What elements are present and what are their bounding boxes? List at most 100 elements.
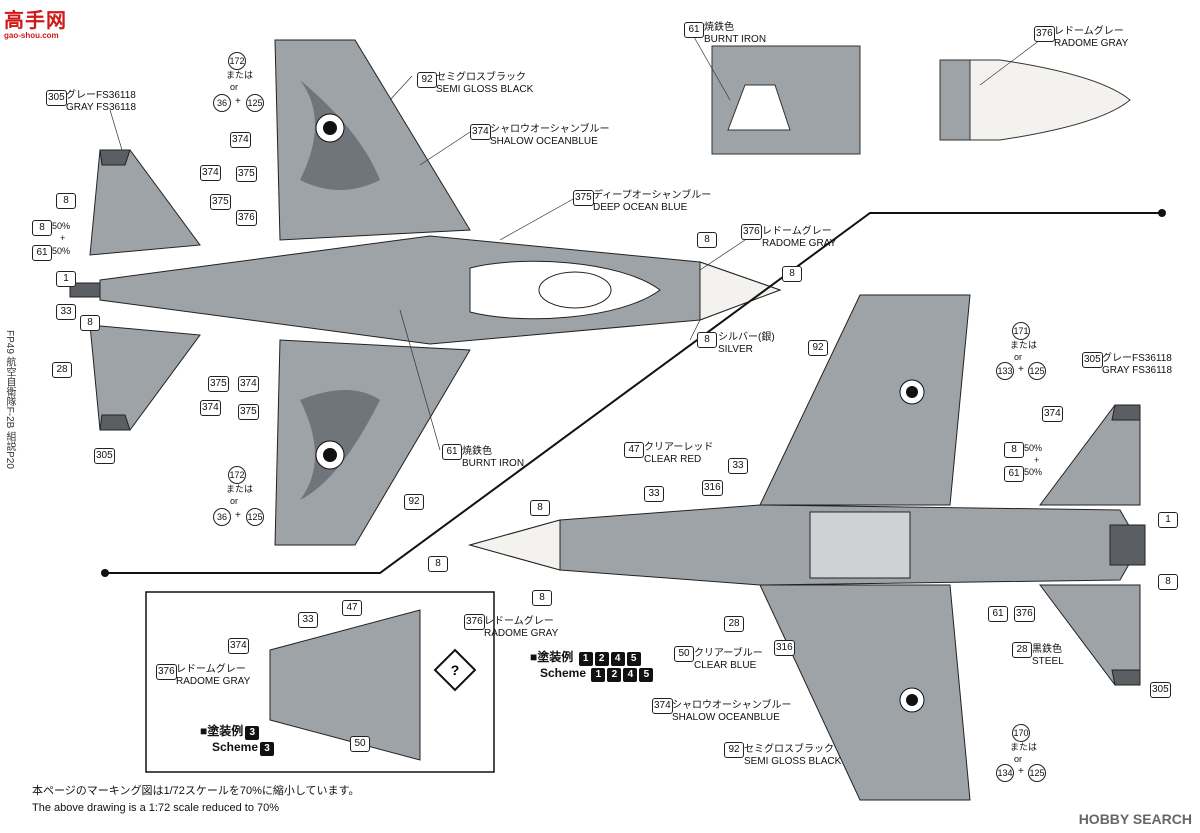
radome-under-jp: レドームグレー: [484, 616, 554, 627]
semigloss-jp: セミグロスブラック: [436, 72, 526, 83]
code-316-under-b: 316: [774, 640, 795, 656]
code-172-top: 172: [228, 52, 246, 70]
cockpit-detail: [711, 45, 861, 155]
svg-text:?: ?: [451, 662, 460, 678]
code-125-under-a: 125: [1028, 362, 1046, 380]
burnt-en: BURNT IRON: [462, 458, 525, 469]
code-1-under: 1: [1158, 512, 1178, 528]
code-376-under: 376: [464, 614, 485, 630]
code-47-inset: 47: [342, 600, 362, 616]
code-61-tail: 61: [32, 245, 52, 261]
code-125-bot: 125: [246, 508, 264, 526]
code-133: 133: [996, 362, 1014, 380]
deep-en: DEEP OCEAN BLUE: [593, 202, 688, 213]
code-8-under-tail: 8: [1158, 574, 1178, 590]
code-125-top: 125: [246, 94, 264, 112]
code-375-wing-b: 375: [238, 404, 259, 420]
code-134: 134: [996, 764, 1014, 782]
code-376-under-b: 376: [1014, 606, 1035, 622]
code-376-wing: 376: [236, 210, 257, 226]
or-en-1: or: [230, 82, 239, 92]
top-view-aircraft: [69, 39, 782, 546]
code-8-nose: 8: [697, 232, 717, 248]
code-28-under: 28: [724, 616, 744, 632]
code-61-under-b: 61: [988, 606, 1008, 622]
gray-under-en: GRAY FS36118: [1102, 365, 1173, 376]
code-8-under-a: 8: [530, 500, 550, 516]
semigloss-under-en: SEMI GLOSS BLACK: [744, 756, 842, 767]
code-33-under-b: 33: [644, 486, 664, 502]
code-33-inset: 33: [298, 612, 318, 628]
code-375-tail-b: 375: [208, 376, 229, 392]
side-caption: FP49 航空自衛隊F-2B 組説P20: [4, 330, 15, 469]
code-376-nose: 376: [741, 224, 762, 240]
code-8-tip: 8: [782, 266, 802, 282]
radome-detail: [939, 59, 1131, 141]
gray-fs-jp: グレーFS36118: [66, 90, 136, 101]
radome-inset-jp: レドームグレー: [176, 664, 246, 675]
radome-detail-en: RADOME GRAY: [1054, 38, 1129, 49]
pct-plus-2: +: [1034, 455, 1040, 465]
code-376-inset: 376: [156, 664, 177, 680]
shallow-under-jp: シャロウオーシャンブルー: [672, 700, 792, 711]
or-jp-4: または: [1010, 742, 1038, 752]
plus-2: +: [235, 510, 241, 521]
pct-2: 50%: [52, 246, 71, 256]
code-374-wing-b: 374: [238, 376, 259, 392]
code-375-tail: 375: [210, 194, 231, 210]
code-8-a: 8: [56, 193, 76, 209]
code-36-bot: 36: [213, 508, 231, 526]
code-305-under: 305: [1082, 352, 1103, 368]
code-92-top: 92: [417, 72, 437, 88]
pct-3: 50%: [1024, 443, 1043, 453]
code-375-deep: 375: [573, 190, 594, 206]
code-28-top: 28: [52, 362, 72, 378]
code-61-detail: 61: [684, 22, 704, 38]
code-8-under: 8: [1004, 442, 1024, 458]
code-374-under: 374: [652, 698, 673, 714]
semigloss-en: SEMI GLOSS BLACK: [436, 84, 534, 95]
or-jp-2: または: [226, 484, 254, 494]
code-61-burnt: 61: [442, 444, 462, 460]
pct-plus-1: +: [60, 233, 66, 243]
silver-jp: シルバー(銀): [718, 332, 775, 343]
code-61-under: 61: [1004, 466, 1024, 482]
code-316-under: 316: [702, 480, 723, 496]
burnt-detail-en: BURNT IRON: [704, 34, 767, 45]
flip-icon: ?: [433, 648, 477, 692]
radome-inset-en: RADOME GRAY: [176, 676, 251, 687]
code-374-tail-b: 374: [200, 400, 221, 416]
or-en-3: or: [1014, 352, 1023, 362]
pct-4: 50%: [1024, 467, 1043, 477]
steel-en: STEEL: [1032, 656, 1064, 667]
divider-line: [105, 212, 1162, 574]
watermark-logo: 高手网 gao-shou.com: [4, 10, 67, 40]
radome-en-1: RADOME GRAY: [762, 238, 837, 249]
hobby-search-logo: HOBBY SEARCH: [1078, 811, 1192, 827]
clear-red-en: CLEAR RED: [644, 454, 702, 465]
shallow-jp: シャロウオーシャンブルー: [490, 124, 610, 135]
or-en-4: or: [1014, 754, 1023, 764]
code-376-detail: 376: [1034, 26, 1055, 42]
or-jp-3: または: [1010, 340, 1038, 350]
code-36-top: 36: [213, 94, 231, 112]
code-305-b: 305: [94, 448, 115, 464]
code-28-steel: 28: [1012, 642, 1032, 658]
burnt-jp: 焼鉄色: [462, 446, 492, 457]
code-374-inset: 374: [228, 638, 249, 654]
shallow-en: SHALOW OCEANBLUE: [490, 136, 598, 147]
code-8-under-b: 8: [428, 556, 448, 572]
or-en-2: or: [230, 496, 239, 506]
leader-lines: [109, 29, 1041, 451]
clear-blue-jp: クリアーブルー: [694, 648, 763, 659]
inset-nose: [269, 609, 421, 761]
plus-1: +: [235, 96, 241, 107]
code-8-under-c: 8: [532, 590, 552, 606]
footer-jp: 本ページのマーキング図は1/72スケールを70%に縮小しています。: [32, 785, 360, 797]
code-374-tail: 374: [200, 165, 221, 181]
code-33-top: 33: [56, 304, 76, 320]
